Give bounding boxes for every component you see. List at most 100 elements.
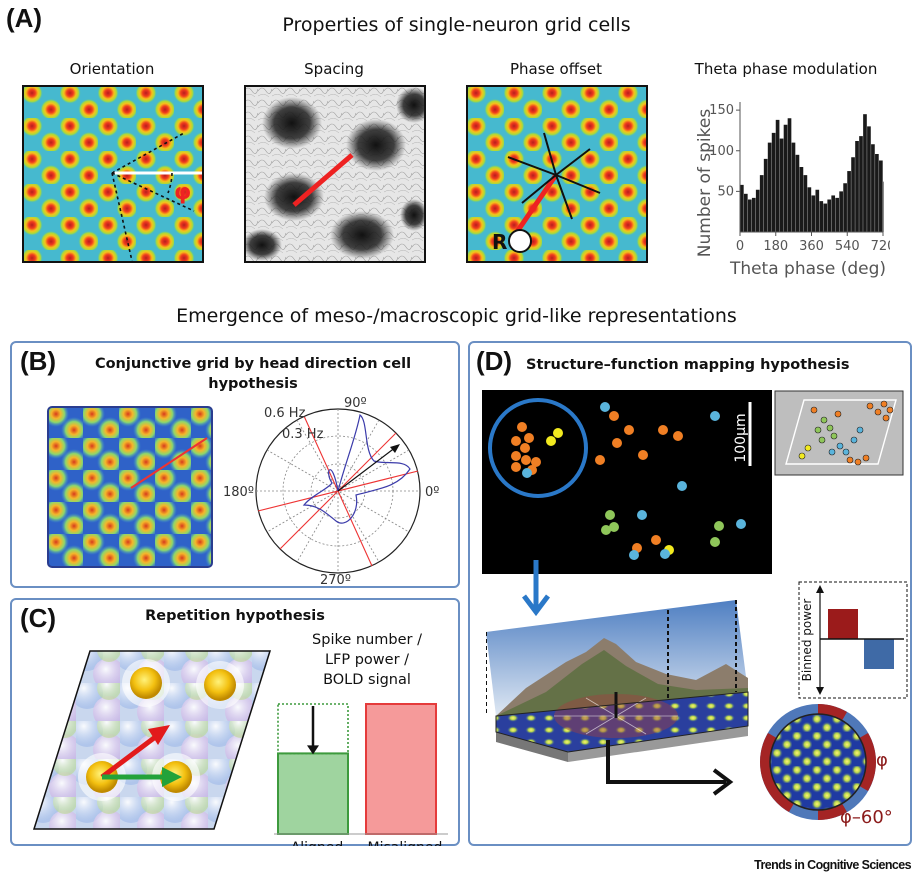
hist-y-tick-label: 50 xyxy=(717,184,734,199)
polar-plot: 90º 0.6 Hz 0.3 Hz 180º 0º 270º xyxy=(223,396,439,586)
hist-bar xyxy=(787,118,792,232)
hist-bar xyxy=(859,136,863,232)
rep-bars: Aligned Misaligned xyxy=(277,703,443,846)
hist-bars xyxy=(740,114,884,232)
hist-bar xyxy=(791,142,796,232)
hist-bar xyxy=(875,154,879,232)
phase-offset-ratemap: R xyxy=(466,85,648,263)
hist-bar xyxy=(740,184,744,232)
hist-y-tick-label: 100 xyxy=(709,144,734,159)
rep-bar-label: Aligned xyxy=(291,840,344,846)
binned-bar xyxy=(864,639,894,669)
hist-x-tick-label: 360 xyxy=(799,239,824,254)
hist-bar xyxy=(863,114,867,232)
binned-bars xyxy=(828,609,894,669)
hist-bar xyxy=(847,171,851,232)
panel-c-title: Repetition hypothesis xyxy=(145,608,325,624)
hist-bar xyxy=(803,175,808,232)
hist-bar xyxy=(783,124,788,232)
panel-c-box xyxy=(10,598,460,846)
polar-03hz-label: 0.3 Hz xyxy=(282,427,324,442)
orientation-ratemap: φ xyxy=(22,85,204,263)
hist-x-tick-label: 720 xyxy=(871,239,890,254)
rep-bar xyxy=(365,703,437,835)
hist-bar xyxy=(755,189,760,232)
hist-bar xyxy=(811,195,816,232)
hist-bar xyxy=(827,199,832,232)
hist-bar xyxy=(871,144,875,232)
scale-label: 100μm xyxy=(733,413,749,462)
panel-d-letter: (D) xyxy=(476,346,513,376)
hist-bar xyxy=(831,195,836,232)
blue-down-arrow xyxy=(522,560,550,617)
hist-x-tick-label: 540 xyxy=(835,239,860,254)
hist-bar xyxy=(815,189,820,232)
rep-suppression-arrowhead xyxy=(307,745,319,755)
hist-bar xyxy=(763,158,768,232)
hist-x-tick-label: 180 xyxy=(763,239,788,254)
hist-axes: 0 180 360 540 720 50 100 150 xyxy=(709,102,890,254)
black-arrow xyxy=(606,740,734,796)
panel-b-letter: (B) xyxy=(20,346,57,376)
hexagonal-disk xyxy=(760,704,876,820)
panel-d-title: Structure–function mapping hypothesis xyxy=(526,357,850,373)
panel-c-letter: (C) xyxy=(20,603,57,633)
phi-label-d: φ xyxy=(876,750,888,771)
subtitle-theta-phase: Theta phase modulation xyxy=(694,60,878,78)
bar-caption-line-1: Spike number / xyxy=(312,632,422,648)
neuron-imaging-field: 100μm xyxy=(482,390,772,574)
hist-bar xyxy=(799,167,804,232)
hist-bar xyxy=(747,199,752,232)
rep-bar-label: Misaligned xyxy=(368,840,443,846)
bar-caption-line-3: BOLD signal xyxy=(323,672,411,688)
panel-a-letter: (A) xyxy=(6,3,43,33)
hist-bar xyxy=(795,154,800,232)
subtitle-phase-offset: Phase offset xyxy=(510,60,602,78)
hist-bar xyxy=(751,197,756,232)
hist-bar xyxy=(855,141,859,232)
hist-bar xyxy=(883,181,884,232)
panel-a-title: Properties of single-neuron grid cells xyxy=(282,14,631,36)
hist-bar xyxy=(771,132,776,232)
hist-bar xyxy=(779,138,784,232)
subtitle-spacing: Spacing xyxy=(304,60,364,78)
hist-ylabel: Number of spikes xyxy=(695,109,715,258)
section-title: Emergence of meso-/macroscopic grid-like… xyxy=(176,305,737,327)
hist-bar xyxy=(767,142,772,232)
hist-bar xyxy=(835,197,840,232)
spacing-spike-map xyxy=(244,85,426,263)
hist-bar xyxy=(775,119,780,232)
subtitle-orientation: Orientation xyxy=(69,60,155,78)
polar-180-label: 180º xyxy=(223,485,254,500)
conjunctive-ratemap xyxy=(47,406,213,568)
hist-xlabel: Theta phase (deg) xyxy=(729,259,886,279)
hist-bar xyxy=(807,187,812,232)
hist-x-tick-label: 0 xyxy=(736,239,744,254)
phi-label: φ xyxy=(174,180,191,205)
hist-y-tick-label: 150 xyxy=(709,103,734,118)
hist-bar xyxy=(823,203,828,232)
hist-bar xyxy=(867,126,871,232)
hist-bar xyxy=(851,157,855,232)
rep-bar xyxy=(277,752,349,835)
cortex-block xyxy=(486,600,749,762)
binned-bar xyxy=(828,609,858,639)
repetition-bar-chart: Aligned Misaligned xyxy=(274,703,448,846)
panel-b-title: Conjunctive grid by head direction cell … xyxy=(94,356,412,392)
repetition-lattice xyxy=(32,650,272,830)
bar-caption: Spike number / LFP power / BOLD signal xyxy=(282,630,452,690)
hist-bar xyxy=(819,201,824,232)
theta-histogram: Number of spikes 0 180 360 540 720 50 100 150 T… xyxy=(695,102,890,279)
brand-logo: Trends in Cognitive Sciences xyxy=(754,858,911,872)
hist-bar xyxy=(743,193,748,232)
polar-270-label: 270º xyxy=(320,573,351,586)
polar-06hz-label: 0.6 Hz xyxy=(264,406,306,421)
binned-ylabel: Binned power xyxy=(800,599,814,682)
phi60-label-d: φ–60° xyxy=(840,807,893,828)
panel-d-box xyxy=(468,341,912,846)
polar-90-label: 90º xyxy=(344,396,367,411)
polar-0-label: 0º xyxy=(425,485,439,500)
panel-b-box xyxy=(10,341,460,588)
r-label: R xyxy=(492,230,507,254)
lattice-inset xyxy=(774,390,904,476)
